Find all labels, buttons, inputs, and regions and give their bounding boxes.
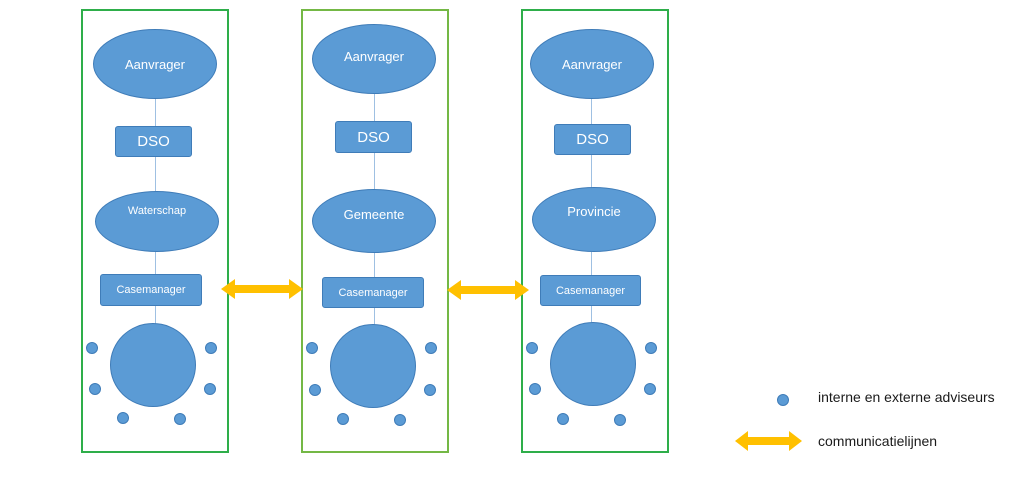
advisor-dot	[526, 342, 538, 354]
connector-line	[591, 98, 592, 124]
column-waterschap	[81, 9, 229, 453]
advisor-dot	[425, 342, 437, 354]
advisor-dot	[645, 342, 657, 354]
advisor-dot	[394, 414, 406, 426]
dso-node: DSO	[115, 126, 192, 157]
communication-arrow-2	[447, 280, 529, 300]
applicant-node: Aanvrager	[530, 29, 654, 99]
advisor-dot	[644, 383, 656, 395]
connector-line	[155, 98, 156, 126]
legend-arrow-icon	[735, 431, 802, 451]
authority-node-provincie: Provincie	[532, 187, 656, 252]
connector-line	[591, 306, 592, 323]
advisory-table	[330, 324, 416, 408]
advisor-dot	[204, 383, 216, 395]
applicant-node: Aanvrager	[93, 29, 217, 99]
connector-line	[591, 252, 592, 275]
advisory-table	[550, 322, 636, 406]
connector-line	[374, 308, 375, 325]
dso-node: DSO	[335, 121, 412, 153]
casemanager-node: Casemanager	[322, 277, 424, 308]
casemanager-node: Casemanager	[100, 274, 202, 306]
legend-lines-label: communicatielijnen	[818, 433, 938, 449]
authority-node-gemeente: Gemeente	[312, 189, 436, 253]
dso-node: DSO	[554, 124, 631, 155]
connector-line	[155, 251, 156, 274]
connector-line	[374, 253, 375, 277]
column-provincie	[521, 9, 669, 453]
legend-advisor-dot	[777, 394, 789, 406]
connector-line	[155, 306, 156, 324]
connector-line	[155, 156, 156, 192]
casemanager-node: Casemanager	[540, 275, 641, 306]
advisor-dot	[529, 383, 541, 395]
column-gemeente	[301, 9, 449, 453]
advisor-dot	[557, 413, 569, 425]
advisor-dot	[174, 413, 186, 425]
advisor-dot	[117, 412, 129, 424]
advisor-dot	[337, 413, 349, 425]
advisor-dot	[89, 383, 101, 395]
communication-arrow-1	[221, 279, 303, 299]
advisor-dot	[205, 342, 217, 354]
connector-line	[374, 153, 375, 190]
advisory-table	[110, 323, 196, 407]
advisor-dot	[614, 414, 626, 426]
applicant-node: Aanvrager	[312, 24, 436, 94]
advisor-dot	[424, 384, 436, 396]
advisor-dot	[86, 342, 98, 354]
connector-line	[591, 154, 592, 188]
advisor-dot	[309, 384, 321, 396]
advisor-dot	[306, 342, 318, 354]
authority-node-waterschap: Waterschap	[95, 191, 219, 252]
legend-advisors-label: interne en externe adviseurs	[818, 389, 995, 405]
connector-line	[374, 93, 375, 121]
